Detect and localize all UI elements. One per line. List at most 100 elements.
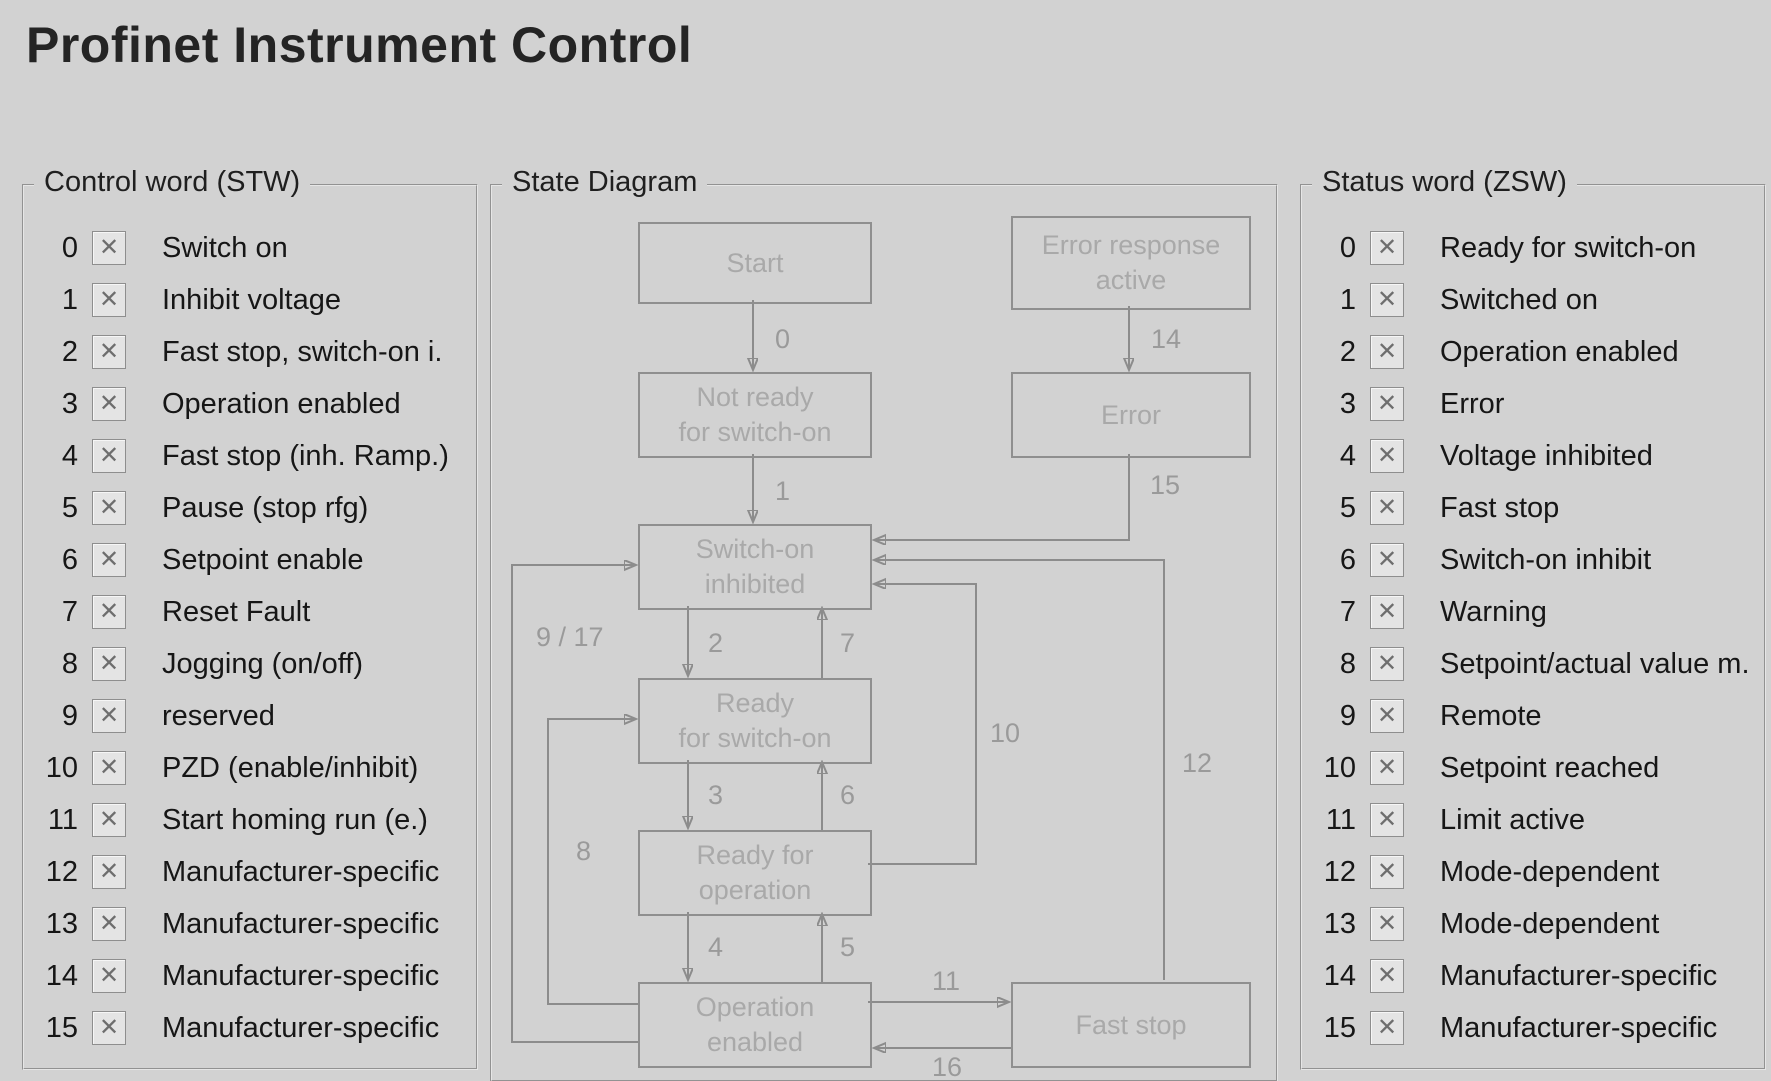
- bit-number: 14: [1323, 959, 1356, 992]
- state-diagram: 0 14 1 15 2 7 9 / 17 3 6 10 12 8 4 5 11 …: [492, 202, 1272, 1081]
- bit-label: Switch-on inhibit: [1440, 543, 1652, 576]
- transition-arrow-10: [868, 584, 977, 865]
- x-mark-icon: ✕: [98, 1014, 120, 1041]
- bit-label: Fast stop (inh. Ramp.): [162, 439, 449, 472]
- state-label: enabled: [706, 1027, 804, 1057]
- bit-number: 8: [61, 647, 78, 680]
- x-mark-icon: ✕: [98, 598, 120, 625]
- bit-checkbox[interactable]: ✕: [92, 387, 126, 421]
- status-word-row: 11 ✕ Limit active: [1302, 794, 1764, 846]
- bit-checkbox[interactable]: ✕: [1370, 803, 1404, 837]
- bit-checkbox[interactable]: ✕: [1370, 959, 1404, 993]
- bit-checkbox[interactable]: ✕: [92, 803, 126, 837]
- transition-label-16: 16: [932, 1052, 962, 1081]
- transition-label-1: 1: [775, 476, 790, 506]
- bit-checkbox[interactable]: ✕: [1370, 543, 1404, 577]
- bit-checkbox[interactable]: ✕: [1370, 595, 1404, 629]
- bit-label: Jogging (on/off): [162, 647, 363, 680]
- bit-checkbox[interactable]: ✕: [92, 439, 126, 473]
- bit-label: Voltage inhibited: [1440, 439, 1653, 472]
- status-word-row: 0 ✕ Ready for switch-on: [1302, 222, 1764, 274]
- state-label: active: [1095, 265, 1167, 295]
- bit-checkbox[interactable]: ✕: [92, 699, 126, 733]
- bit-number: 2: [1339, 335, 1356, 368]
- x-mark-icon: ✕: [98, 286, 120, 313]
- state-ready-for-operation: Ready for operation: [638, 830, 872, 916]
- x-mark-icon: ✕: [1376, 754, 1398, 781]
- bit-label: Manufacturer-specific: [1440, 1011, 1718, 1044]
- bit-number: 0: [61, 231, 78, 264]
- bit-checkbox[interactable]: ✕: [1370, 855, 1404, 889]
- control-word-list: 0 ✕ Switch on 1 ✕ Inhibit voltage 2 ✕ Fa…: [24, 186, 476, 1054]
- bit-label: Inhibit voltage: [162, 283, 341, 316]
- x-mark-icon: ✕: [98, 910, 120, 937]
- control-word-row: 6 ✕ Setpoint enable: [24, 534, 476, 586]
- transition-label-12: 12: [1182, 748, 1212, 778]
- state-label: operation: [698, 875, 812, 905]
- bit-label: Fast stop, switch-on i.: [162, 335, 443, 368]
- bit-checkbox[interactable]: ✕: [1370, 335, 1404, 369]
- bit-label: Fast stop: [1440, 491, 1560, 524]
- bit-checkbox[interactable]: ✕: [1370, 751, 1404, 785]
- bit-number: 11: [47, 803, 78, 836]
- x-mark-icon: ✕: [1376, 1014, 1398, 1041]
- bit-label: Switch on: [162, 231, 288, 264]
- bit-checkbox[interactable]: ✕: [92, 751, 126, 785]
- status-word-row: 1 ✕ Switched on: [1302, 274, 1764, 326]
- bit-checkbox[interactable]: ✕: [1370, 387, 1404, 421]
- bit-checkbox[interactable]: ✕: [92, 855, 126, 889]
- bit-checkbox[interactable]: ✕: [1370, 699, 1404, 733]
- bit-checkbox[interactable]: ✕: [92, 283, 126, 317]
- x-mark-icon: ✕: [98, 754, 120, 781]
- transition-arrow-15: [874, 454, 1130, 540]
- bit-checkbox[interactable]: ✕: [1370, 439, 1404, 473]
- control-word-row: 11 ✕ Start homing run (e.): [24, 794, 476, 846]
- state-label: Ready: [715, 688, 795, 718]
- bit-checkbox[interactable]: ✕: [1370, 647, 1404, 681]
- bit-checkbox[interactable]: ✕: [92, 907, 126, 941]
- x-mark-icon: ✕: [98, 390, 120, 417]
- bit-label: Manufacturer-specific: [162, 907, 440, 940]
- bit-checkbox[interactable]: ✕: [1370, 231, 1404, 265]
- bit-number: 9: [1339, 699, 1356, 732]
- transition-label-5: 5: [840, 932, 855, 962]
- bit-label: Setpoint enable: [162, 543, 364, 576]
- x-mark-icon: ✕: [1376, 806, 1398, 833]
- control-word-row: 0 ✕ Switch on: [24, 222, 476, 274]
- bit-number: 4: [61, 439, 78, 472]
- bit-checkbox[interactable]: ✕: [92, 335, 126, 369]
- control-word-row: 15 ✕ Manufacturer-specific: [24, 1002, 476, 1054]
- bit-checkbox[interactable]: ✕: [92, 491, 126, 525]
- bit-checkbox[interactable]: ✕: [92, 647, 126, 681]
- state-label: inhibited: [704, 569, 806, 599]
- bit-checkbox[interactable]: ✕: [92, 231, 126, 265]
- status-word-row: 13 ✕ Mode-dependent: [1302, 898, 1764, 950]
- bit-checkbox[interactable]: ✕: [92, 595, 126, 629]
- bit-checkbox[interactable]: ✕: [1370, 491, 1404, 525]
- state-error: Error: [1011, 372, 1251, 458]
- state-label: Error response: [1041, 230, 1221, 260]
- bit-number: 3: [1339, 387, 1356, 420]
- bit-checkbox[interactable]: ✕: [1370, 283, 1404, 317]
- control-word-row: 4 ✕ Fast stop (inh. Ramp.): [24, 430, 476, 482]
- transition-arrow-12: [874, 560, 1165, 980]
- bit-checkbox[interactable]: ✕: [1370, 907, 1404, 941]
- bit-checkbox[interactable]: ✕: [92, 543, 126, 577]
- x-mark-icon: ✕: [1376, 234, 1398, 261]
- bit-checkbox[interactable]: ✕: [1370, 1011, 1404, 1045]
- status-word-row: 14 ✕ Manufacturer-specific: [1302, 950, 1764, 1002]
- bit-number: 0: [1339, 231, 1356, 264]
- x-mark-icon: ✕: [1376, 910, 1398, 937]
- status-word-legend: Status word (ZSW): [1312, 166, 1577, 199]
- bit-number: 3: [61, 387, 78, 420]
- x-mark-icon: ✕: [98, 338, 120, 365]
- bit-label: Ready for switch-on: [1440, 231, 1697, 264]
- control-word-row: 2 ✕ Fast stop, switch-on i.: [24, 326, 476, 378]
- bit-checkbox[interactable]: ✕: [92, 959, 126, 993]
- state-ready-for-switch-on: Ready for switch-on: [638, 678, 872, 764]
- transition-label-0: 0: [775, 324, 790, 354]
- control-word-row: 3 ✕ Operation enabled: [24, 378, 476, 430]
- control-word-legend: Control word (STW): [34, 166, 311, 199]
- bit-checkbox[interactable]: ✕: [92, 1011, 126, 1045]
- bit-number: 6: [61, 543, 78, 576]
